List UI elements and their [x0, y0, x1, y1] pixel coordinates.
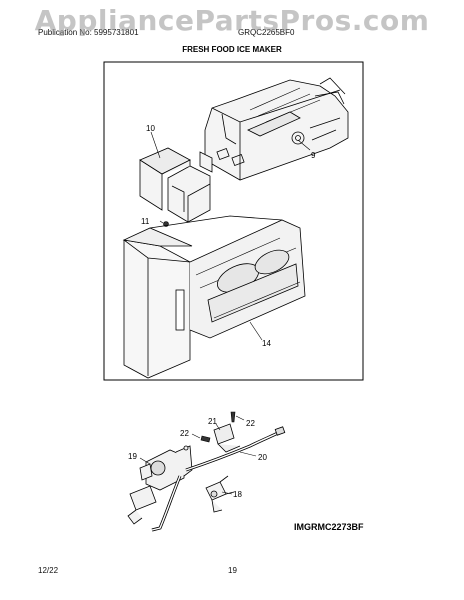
- watermark-logo: AppliancePartsPros.com: [34, 4, 430, 37]
- callout-11: 11: [141, 217, 150, 226]
- callout-9: 9: [311, 151, 316, 160]
- model-number: GRQC2265BF0: [238, 28, 295, 37]
- connector-part-18[interactable]: [205, 475, 235, 513]
- callout-19: 19: [128, 452, 137, 461]
- ice-bin-cover-part-10[interactable]: [139, 147, 213, 223]
- callout-21: 21: [208, 417, 217, 426]
- screw-part-22-upper[interactable]: [230, 411, 236, 423]
- callout-20: 20: [258, 453, 267, 462]
- page-title: FRESH FOOD ICE MAKER: [182, 45, 282, 54]
- callout-22-lower: 22: [180, 429, 189, 438]
- publication-number: Publication No: 5995731801: [38, 28, 139, 37]
- callout-14: 14: [262, 339, 271, 348]
- screw-part-22-lower[interactable]: [200, 435, 211, 443]
- fill-tube-part-20[interactable]: [151, 426, 286, 532]
- ice-maker-unit-part-9[interactable]: [204, 77, 349, 181]
- water-valve-part-19[interactable]: [127, 445, 193, 525]
- footer-date: 12/22: [38, 566, 59, 575]
- callout-18: 18: [233, 490, 242, 499]
- callout-22-upper: 22: [246, 419, 255, 428]
- footer-page-number: 19: [228, 566, 237, 575]
- callout-10: 10: [146, 124, 155, 133]
- assembly-frame: [103, 61, 364, 381]
- clamp-part-21[interactable]: [213, 423, 241, 453]
- figure-code: IMGRMC2273BF: [294, 522, 364, 532]
- ice-bucket-part-14[interactable]: [122, 215, 306, 379]
